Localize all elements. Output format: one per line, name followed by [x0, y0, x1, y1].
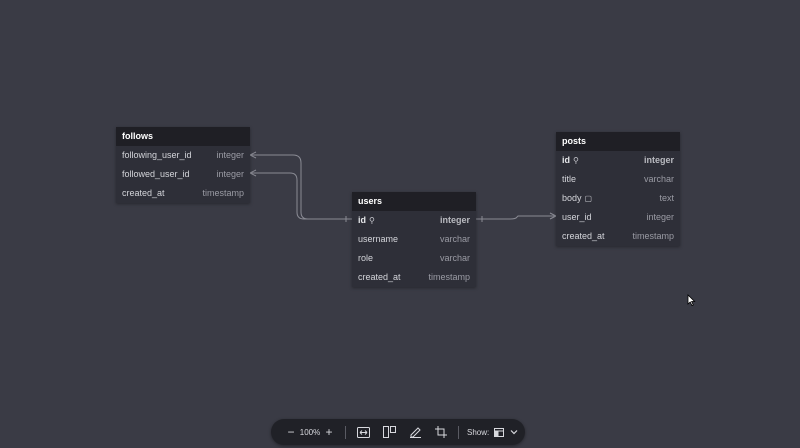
- field-name: id⚲: [562, 151, 579, 170]
- field-type: timestamp: [632, 231, 674, 241]
- relation-followed-user: [250, 172, 352, 220]
- field-type: integer: [646, 212, 674, 222]
- key-icon: ⚲: [369, 216, 375, 225]
- table-row[interactable]: id⚲ integer: [352, 211, 476, 230]
- field-type: integer: [439, 215, 470, 225]
- crop-button[interactable]: [428, 419, 454, 445]
- zoom-in-button[interactable]: +: [321, 419, 337, 445]
- layout-icon: [494, 427, 505, 437]
- toolbar-divider: [345, 425, 346, 439]
- table-row[interactable]: following_user_id integer: [116, 146, 250, 165]
- field-name: followed_user_id: [122, 169, 190, 179]
- table-row[interactable]: title varchar: [556, 170, 680, 189]
- field-name: title: [562, 174, 577, 184]
- field-name: user_id: [562, 212, 592, 222]
- field-name: role: [358, 253, 374, 263]
- field-type: varchar: [643, 174, 674, 184]
- table-row[interactable]: username varchar: [352, 230, 476, 249]
- show-menu-button[interactable]: Show:: [467, 419, 518, 445]
- zoom-out-icon: −: [287, 425, 295, 439]
- table-row[interactable]: role varchar: [352, 249, 476, 268]
- fit-view-button[interactable]: [350, 419, 376, 445]
- table-row[interactable]: body▢ text: [556, 189, 680, 208]
- field-name: created_at: [562, 231, 605, 241]
- note-icon: ▢: [584, 194, 593, 203]
- table-header[interactable]: posts: [556, 132, 680, 151]
- chevron-down-icon: [510, 430, 518, 435]
- table-row[interactable]: followed_user_id integer: [116, 165, 250, 184]
- highlight-button[interactable]: [402, 419, 428, 445]
- field-type: varchar: [439, 234, 470, 244]
- bottom-toolbar: − 100% + Show:: [271, 419, 525, 445]
- zoom-level[interactable]: 100%: [299, 427, 321, 437]
- zoom-out-button[interactable]: −: [283, 419, 299, 445]
- zoom-in-icon: +: [325, 425, 333, 439]
- show-label: Show:: [467, 427, 490, 437]
- field-name: created_at: [358, 272, 401, 282]
- fit-view-icon: [356, 426, 370, 438]
- relation-posts-user: [476, 215, 556, 220]
- auto-arrange-icon: [382, 426, 396, 438]
- table-header[interactable]: users: [352, 192, 476, 211]
- auto-arrange-button[interactable]: [376, 419, 402, 445]
- table-row[interactable]: created_at timestamp: [116, 184, 250, 203]
- relation-following-user: [250, 154, 352, 220]
- key-icon: ⚲: [573, 156, 579, 165]
- field-type: integer: [216, 169, 244, 179]
- field-name: id⚲: [358, 211, 375, 230]
- mouse-cursor-icon: [687, 294, 696, 306]
- table-header[interactable]: follows: [116, 127, 250, 146]
- field-name: body▢: [562, 189, 592, 208]
- table-posts[interactable]: posts id⚲ integer title varchar body▢ te…: [556, 132, 680, 246]
- table-follows[interactable]: follows following_user_id integer follow…: [116, 127, 250, 203]
- toolbar-divider: [458, 425, 459, 439]
- highlight-icon: [409, 427, 421, 438]
- field-name: username: [358, 234, 399, 244]
- field-type: integer: [216, 150, 244, 160]
- table-users[interactable]: users id⚲ integer username varchar role …: [352, 192, 476, 287]
- field-type: timestamp: [202, 188, 244, 198]
- field-type: integer: [643, 155, 674, 165]
- table-row[interactable]: created_at timestamp: [352, 268, 476, 287]
- field-type: varchar: [439, 253, 470, 263]
- table-row[interactable]: created_at timestamp: [556, 227, 680, 246]
- field-name: created_at: [122, 188, 165, 198]
- field-type: timestamp: [428, 272, 470, 282]
- field-type: text: [659, 193, 674, 203]
- table-row[interactable]: id⚲ integer: [556, 151, 680, 170]
- table-row[interactable]: user_id integer: [556, 208, 680, 227]
- crop-icon: [435, 426, 447, 438]
- field-name: following_user_id: [122, 150, 192, 160]
